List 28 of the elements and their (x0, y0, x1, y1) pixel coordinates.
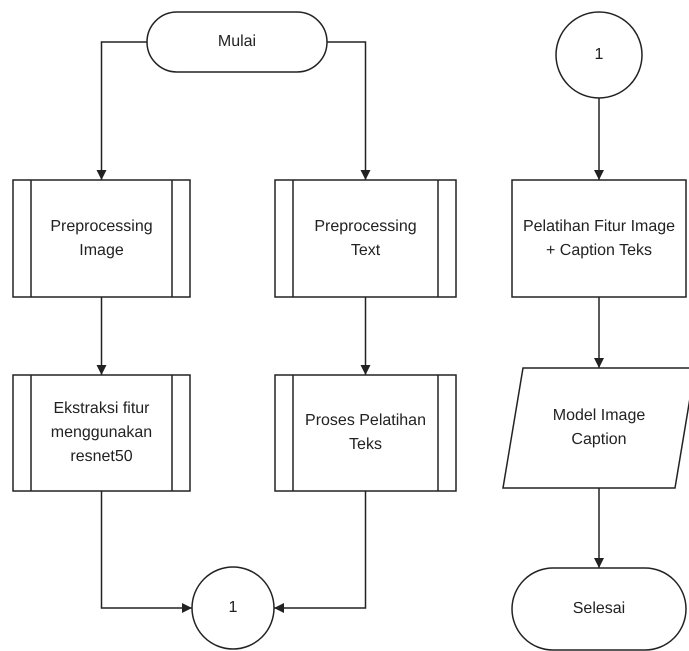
subprocess-box (13, 180, 190, 297)
node-label: Model Image Caption (552, 406, 646, 450)
arrow (594, 98, 604, 180)
arrow (100, 491, 192, 613)
node-label: Proses Pelatihan Teks (304, 411, 427, 455)
subprocess-box (275, 375, 456, 491)
connector-circle (192, 567, 274, 649)
arrow (96, 41, 147, 180)
node-label: Preprocessing Text (313, 216, 418, 260)
subprocess-box (13, 375, 190, 491)
node-label: 1 (228, 598, 238, 618)
arrow (594, 488, 604, 568)
subprocess-box (275, 180, 456, 297)
node-label: 1 (594, 45, 604, 65)
node-label: Selesai (572, 599, 626, 619)
arrow (96, 297, 106, 375)
arrow (360, 297, 370, 375)
process-box (512, 180, 686, 297)
arrow (594, 297, 604, 368)
node-label: Preprocessing Image (49, 216, 154, 260)
connector-circle (556, 12, 642, 98)
terminal-shape (147, 12, 327, 72)
arrow (327, 41, 370, 180)
data-parallelogram (503, 368, 689, 488)
node-label: Pelatihan Fitur Image + Caption Teks (522, 216, 676, 260)
node-label: Ekstraksi fitur menggunakan resnet50 (50, 399, 154, 467)
node-label: Mulai (218, 32, 256, 52)
arrow (274, 491, 366, 613)
